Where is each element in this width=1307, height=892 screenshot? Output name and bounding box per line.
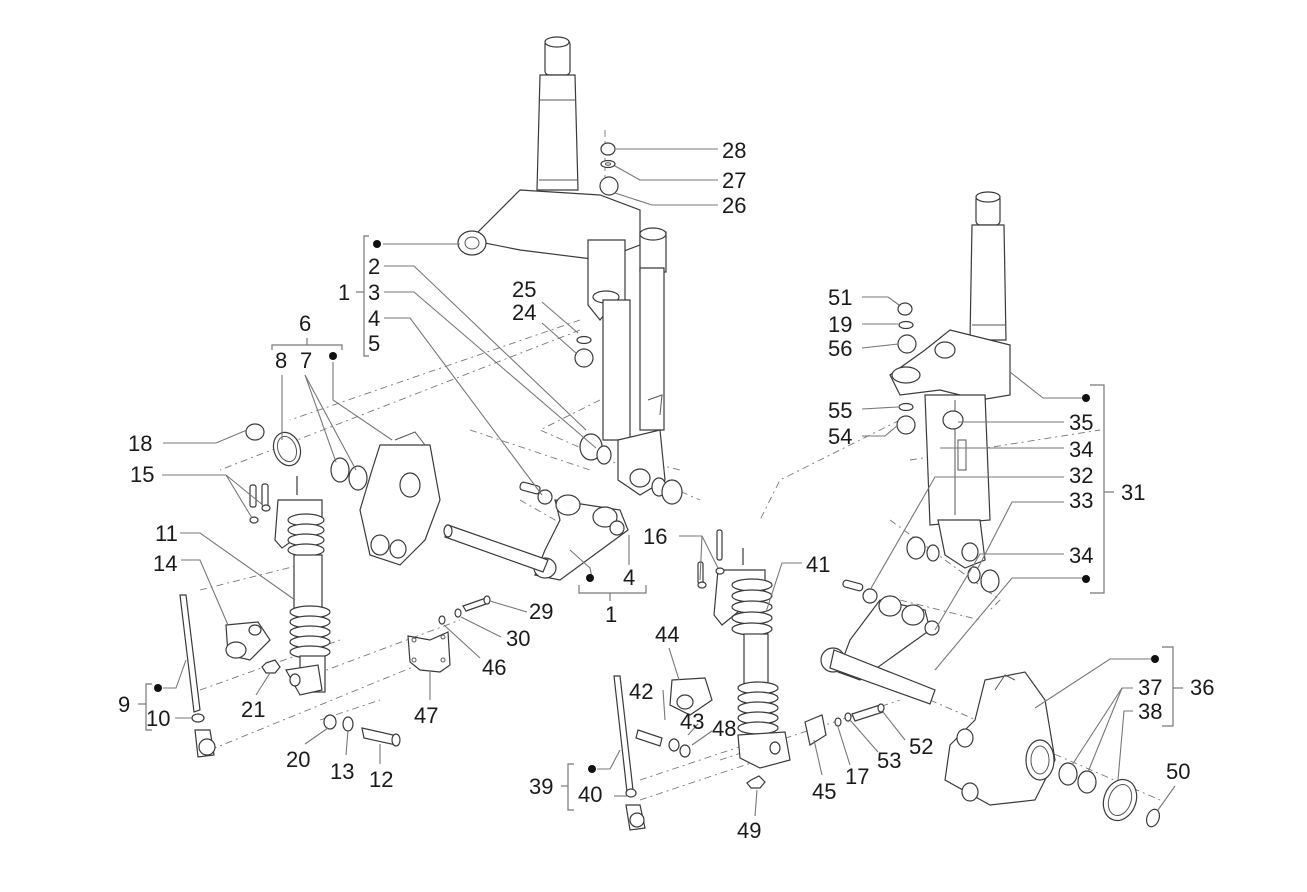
part-callout-34: 34 [1069, 437, 1093, 462]
group-brackets [138, 235, 1183, 811]
right-brake-hub [944, 671, 1161, 828]
part-callout-34: 34 [1069, 543, 1093, 568]
part-callout-6: 6 [299, 311, 311, 336]
right-caliper-and-rod [613, 675, 885, 831]
part-callout-20: 20 [286, 747, 310, 772]
part-callout-56: 56 [828, 336, 852, 361]
part-callout-49: 49 [737, 818, 761, 843]
part-callout-4: 4 [368, 306, 380, 331]
part-callout-18: 18 [128, 431, 152, 456]
part-callout-14: 14 [153, 551, 177, 576]
dot-marker [1082, 575, 1090, 583]
part-callout-54: 54 [828, 424, 852, 449]
part-callout-21: 21 [241, 697, 265, 722]
part-callout-12: 12 [369, 767, 393, 792]
part-callout-31: 31 [1121, 480, 1145, 505]
right-swing-arm [820, 579, 940, 705]
assembly-dots [154, 240, 1159, 773]
leader-lines [162, 148, 1176, 817]
part-callout-40: 40 [578, 782, 602, 807]
dot-marker [586, 574, 594, 582]
part-callout-26: 26 [722, 193, 746, 218]
left-steering-column [457, 36, 683, 505]
part-callout-3: 3 [368, 280, 380, 305]
part-callout-38: 38 [1138, 699, 1162, 724]
part-callout-43: 43 [680, 709, 704, 734]
part-callout-27: 27 [722, 168, 746, 193]
part-callout-35: 35 [1069, 410, 1093, 435]
left-cover-plate [407, 595, 491, 673]
part-callout-16: 16 [643, 524, 667, 549]
dot-marker [1151, 655, 1159, 663]
part-callout-1: 1 [338, 280, 350, 305]
part-callout-55: 55 [828, 398, 852, 423]
part-callout-33: 33 [1069, 488, 1093, 513]
part-callout-42: 42 [629, 679, 653, 704]
dot-marker [373, 240, 381, 248]
part-callout-24: 24 [512, 300, 536, 325]
part-callout-37: 37 [1138, 675, 1162, 700]
part-callout-39: 39 [529, 774, 553, 799]
part-callout-2: 2 [368, 254, 380, 279]
right-steering-column [889, 191, 1011, 593]
part-callout-52: 52 [909, 734, 933, 759]
part-callout-13: 13 [330, 759, 354, 784]
part-callout-9: 9 [118, 692, 130, 717]
part-callout-7: 7 [300, 348, 312, 373]
part-callout-32: 32 [1069, 463, 1093, 488]
dot-marker [1082, 394, 1090, 402]
part-callout-25: 25 [512, 277, 536, 302]
left-caliper-and-rod [179, 594, 401, 758]
part-callout-48: 48 [712, 716, 736, 741]
left-shock-absorber [249, 476, 331, 696]
part-callout-10: 10 [146, 706, 170, 731]
part-callout-1: 1 [605, 602, 617, 627]
part-callout-47: 47 [414, 703, 438, 728]
dot-marker [588, 765, 596, 773]
part-callout-30: 30 [506, 626, 530, 651]
part-callout-36: 36 [1190, 675, 1214, 700]
part-callout-51: 51 [828, 285, 852, 310]
dot-marker [154, 684, 162, 692]
right-shock-absorber [697, 529, 791, 769]
part-callout-8: 8 [275, 348, 287, 373]
part-callout-53: 53 [877, 748, 901, 773]
part-callout-19: 19 [828, 312, 852, 337]
part-callout-29: 29 [529, 599, 553, 624]
left-swing-arm [443, 481, 629, 581]
part-callout-44: 44 [655, 622, 679, 647]
part-callout-5: 5 [368, 331, 380, 356]
part-callout-28: 28 [722, 138, 746, 163]
part-callout-50: 50 [1166, 759, 1190, 784]
part-callout-11: 11 [155, 521, 178, 546]
part-callout-45: 45 [812, 779, 836, 804]
left-column-hardware [574, 142, 619, 368]
part-callout-46: 46 [482, 655, 506, 680]
dot-marker [329, 352, 337, 360]
part-callout-4: 4 [623, 565, 635, 590]
left-brake-hub [245, 423, 441, 566]
part-callout-17: 17 [845, 764, 869, 789]
part-callout-15: 15 [130, 462, 154, 487]
part-callout-41: 41 [806, 552, 830, 577]
